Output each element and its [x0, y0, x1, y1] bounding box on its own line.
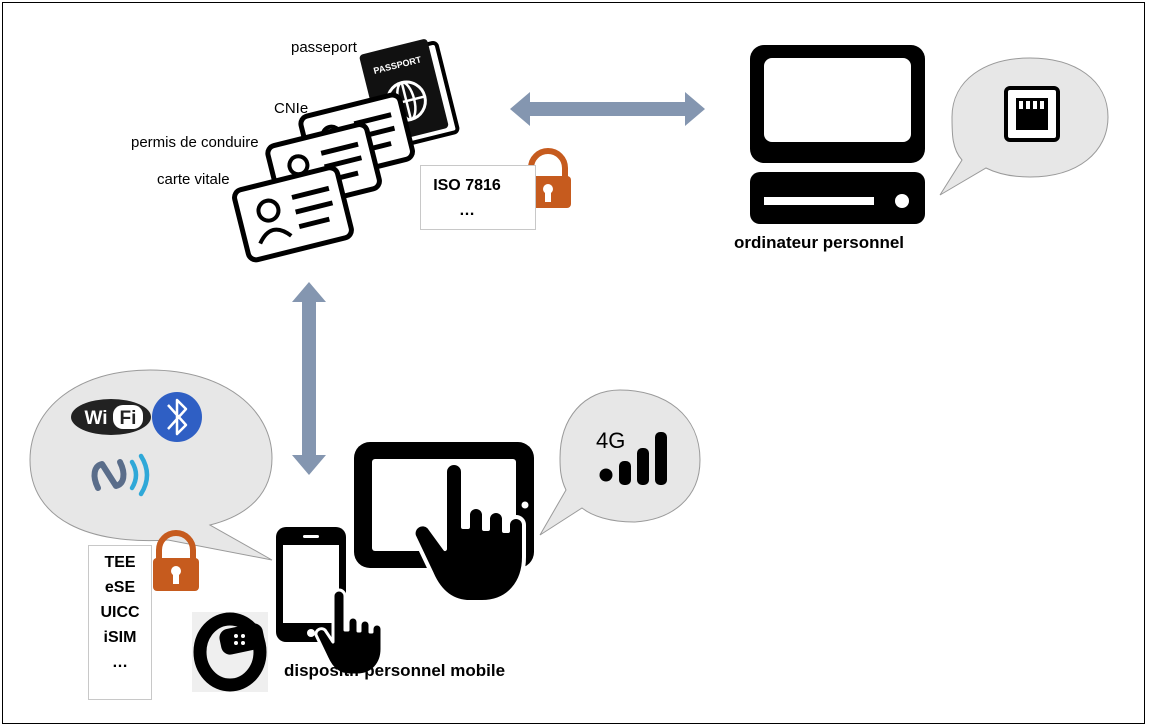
mobile-security-item: eSE: [104, 579, 136, 596]
cellular-signal-icon: 4G: [596, 428, 667, 485]
cnie-label: CNIe: [274, 100, 309, 117]
mobile-security-item: …: [112, 654, 128, 671]
wireless-speech-bubble: [29, 369, 273, 561]
nfc-icon: [91, 453, 150, 497]
health-card-label: carte vitale: [157, 171, 230, 188]
bluetooth-icon: [152, 392, 202, 442]
card-mobile-arrow: [292, 282, 326, 475]
computer-icon: [750, 45, 925, 224]
mobile-security-item: UICC: [100, 604, 140, 621]
card-security-box: ISO 7816 …: [420, 165, 536, 230]
card-security-item: …: [459, 202, 475, 219]
ethernet-port-icon: [1004, 86, 1060, 142]
smartphone-icon: [276, 527, 346, 642]
driving-licence-label: permis de conduire: [131, 134, 259, 151]
cellular-label: 4G: [596, 428, 625, 453]
cellular-speech-bubble: [539, 389, 701, 536]
card-computer-arrow: [510, 92, 705, 126]
mobile-security-item: TEE: [104, 554, 136, 571]
mobile-security-box: TEE eSE UICC iSIM …: [88, 545, 152, 700]
smartwatch-icon: [192, 612, 268, 692]
health-card-icon: [232, 165, 354, 263]
svg-text:Fi: Fi: [120, 408, 137, 429]
phone-hand-icon: [314, 588, 384, 677]
mobile-security-item: iSIM: [103, 629, 137, 646]
mobile-lock-icon: [153, 530, 199, 591]
mobile-label: dispositif personnel mobile: [284, 661, 506, 680]
wifi-icon: Wi Fi: [71, 399, 151, 435]
computer-label: ordinateur personnel: [734, 233, 905, 252]
card-security-item: ISO 7816: [433, 177, 501, 194]
tablet-hand-icon: [411, 461, 526, 604]
svg-text:Wi: Wi: [84, 408, 107, 429]
passport-label: passeport: [291, 39, 357, 56]
card-lock-icon: [525, 148, 571, 208]
